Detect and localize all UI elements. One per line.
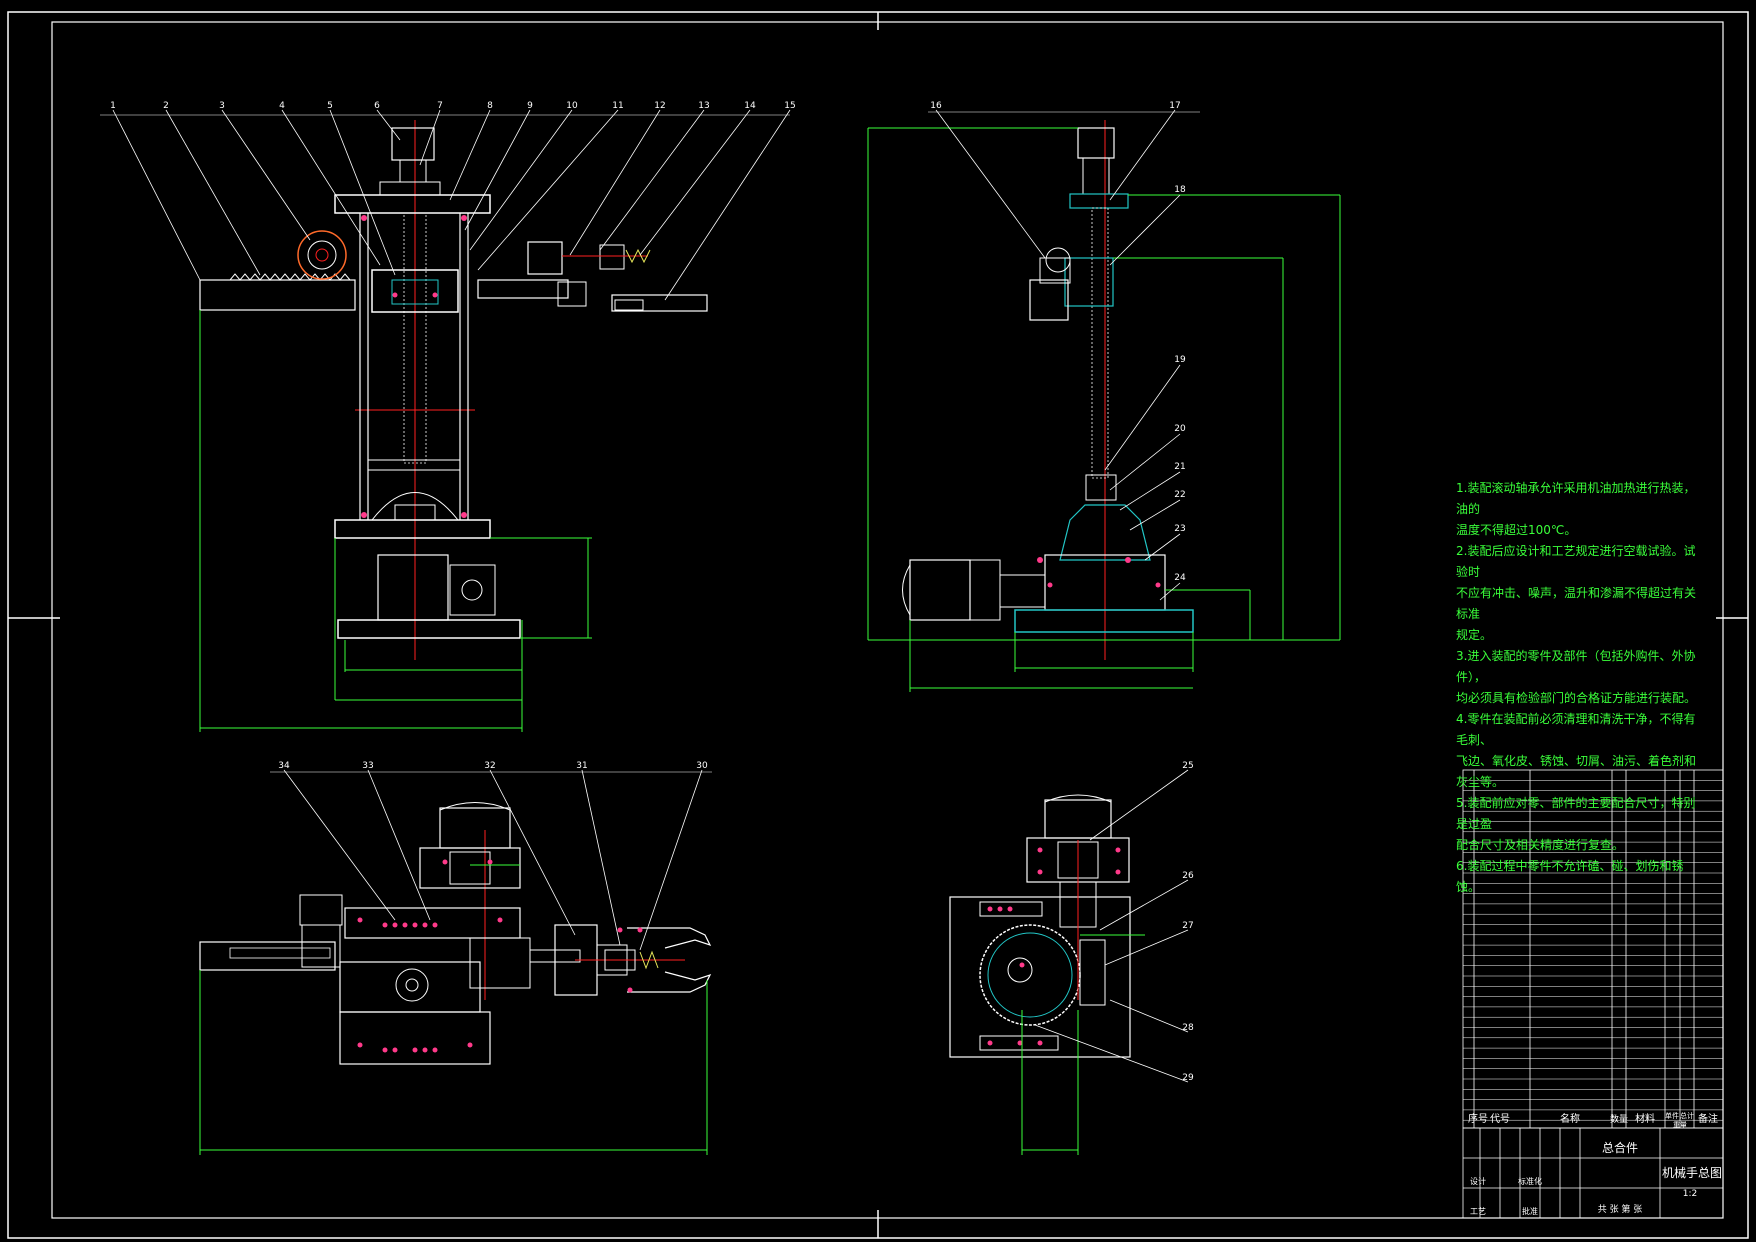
bom-row-lines [1463,780,1723,1121]
part-balloon: 18 [1174,185,1186,195]
drawing-frame [7,11,1749,1239]
part-balloon: 27 [1182,921,1193,931]
note-line: 3.进入装配的零件及部件（包括外购件、外协件）， [1456,649,1696,684]
note-line: 5.装配前应对零、部件的主要配合尺寸，特别是过盈 [1456,796,1696,831]
bom-header-code: 代号 [1490,1113,1510,1125]
part-balloon: 7 [437,101,443,111]
note-line: 飞边、氧化皮、锈蚀、切屑、油污、着色剂和灰尘等。 [1456,754,1697,789]
technical-requirements: 1.装配滚动轴承允许采用机油加热进行热装，油的温度不得超过100℃。 2.装配后应… [1456,478,1696,898]
title-block-assembly: 总合件 [1602,1140,1638,1155]
title-block-sheet: 共 张 第 张 [1598,1203,1643,1215]
part-balloon: 3 [219,101,225,111]
note-line: 6.装配过程中零件不允许磕、碰、划伤和锈蚀。 [1456,859,1684,894]
part-balloon: 25 [1182,761,1193,771]
note-line: 不应有冲击、噪声，温升和渗漏不得超过有关标准 [1456,586,1697,621]
part-balloon: 12 [654,101,665,111]
part-balloon: 8 [487,101,493,111]
part-balloon: 34 [278,761,290,771]
note-line: 温度不得超过100℃。 [1456,523,1577,537]
note-line: 配合尺寸及相关精度进行复查。 [1456,838,1625,852]
part-balloon: 9 [527,101,533,111]
note-line: 均必须具有检验部门的合格证方能进行装配。 [1456,691,1697,705]
part-balloon: 1 [110,101,116,111]
bom-header-remark: 备注 [1698,1112,1718,1125]
part-balloon: 14 [744,101,756,111]
part-balloon: 4 [279,101,285,111]
note-line: 4.零件在装配前必须清理和清洗干净，不得有毛刺、 [1456,712,1696,747]
part-balloon: 17 [1169,101,1180,111]
bom-header-unit-weight: 单件 [1665,1111,1679,1120]
bom-header-name: 名称 [1560,1112,1580,1125]
part-balloon: 33 [362,761,373,771]
part-balloon: 6 [374,101,380,111]
part-balloon: 31 [576,761,587,771]
part-balloon: 19 [1174,355,1186,365]
note-line: 2.装配后应设计和工艺规定进行空载试验。试验时 [1456,544,1696,579]
part-balloon: 13 [698,101,709,111]
bom-header-seq: 序号 [1468,1112,1488,1125]
base-view [949,769,1189,1155]
side-view [867,109,1341,692]
bom-header-total-weight: 总计 [1680,1111,1694,1120]
part-balloon: 22 [1174,490,1185,500]
note-line: 1.装配滚动轴承允许采用机油加热进行热装，油的 [1456,481,1696,516]
title-block-design: 设计 [1470,1176,1486,1186]
bom-header-material: 材料 [1635,1112,1655,1125]
bom-header-qty: 数量 [1610,1113,1628,1125]
part-balloon: 30 [696,761,708,771]
part-balloon: 16 [930,101,942,111]
bom-header-weight: 重量 [1673,1121,1687,1129]
part-balloon: 26 [1182,871,1194,881]
front-view [100,109,791,732]
part-balloon: 2 [163,101,169,111]
title-block-frame [1462,1127,1724,1219]
note-line: 规定。 [1456,628,1493,642]
part-balloon: 15 [784,101,795,111]
part-balloon: 10 [566,101,578,111]
title-block-ratio: 1:2 [1683,1189,1697,1199]
part-balloon: 11 [612,101,623,111]
part-balloon: 20 [1174,424,1186,434]
title-block-drawing-title: 机械手总图 [1662,1165,1722,1180]
part-balloon: 28 [1182,1023,1194,1033]
part-balloon: 29 [1182,1073,1194,1083]
title-block-approve: 批准 [1522,1206,1538,1216]
title-block-process: 工艺 [1470,1207,1486,1216]
title-block-standard: 标准化 [1518,1176,1542,1186]
part-balloon: 24 [1174,573,1186,583]
part-balloon: 23 [1174,524,1185,534]
part-balloon: 21 [1174,462,1185,472]
part-balloon: 5 [327,101,333,111]
part-balloon: 32 [484,761,495,771]
top-view [199,769,712,1155]
